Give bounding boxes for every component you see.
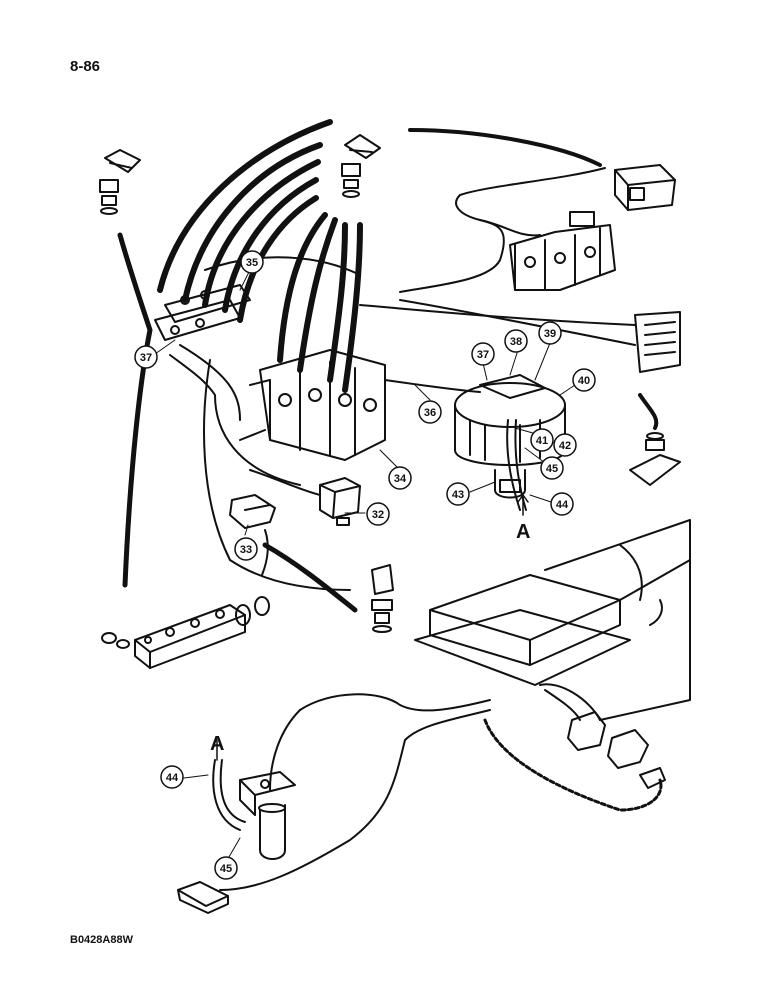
svg-text:37: 37: [140, 352, 152, 364]
svg-text:39: 39: [544, 328, 556, 340]
leader-lines: [154, 269, 576, 863]
solenoid-valve-lower-right: [567, 711, 666, 789]
hose-lower-left: [203, 359, 351, 591]
callout-33: 33: [234, 537, 258, 561]
callout-32: 32: [366, 502, 390, 526]
arrow-a-upper: [517, 494, 529, 516]
callout-40: 40: [572, 368, 596, 392]
hose-connector-loop: [204, 256, 361, 276]
callout-45-lower: 45: [214, 856, 238, 880]
svg-text:33: 33: [240, 544, 252, 556]
callout-43: 43: [446, 482, 470, 506]
hose-to-32: [249, 469, 321, 496]
hose-bundle: [157, 119, 363, 393]
svg-text:37: 37: [477, 349, 489, 361]
manifold-block-left: [154, 284, 301, 486]
hose-44-lower-2: [219, 759, 246, 823]
hose-from-33: [261, 529, 269, 576]
section-marker-lower: A: [210, 733, 224, 755]
page-number: 8-86: [70, 58, 101, 75]
svg-text:38: 38: [510, 336, 522, 348]
wire-lower-main-2: [219, 709, 491, 891]
svg-text:41: 41: [536, 435, 548, 447]
elbow-fitting-left: [99, 149, 141, 215]
svg-text:43: 43: [452, 489, 464, 501]
wire-lower-to-plug: [269, 709, 301, 791]
svg-text:45: 45: [546, 463, 558, 475]
callout-44-lower: 44: [160, 765, 184, 789]
callout-37-right: 37: [471, 342, 495, 366]
callout-39: 39: [538, 321, 562, 345]
multi-spool-valve-right: [509, 211, 616, 291]
return-hose-right: [262, 542, 358, 613]
section-marker-upper: A: [516, 521, 530, 543]
wire-harness-lower: [539, 683, 601, 721]
callout-41: 41: [530, 428, 554, 452]
return-hose-left: [117, 232, 153, 588]
pilot-line-top-2: [479, 219, 541, 237]
callout-37-left: 37: [134, 345, 158, 369]
hose-mid-right-2: [359, 304, 636, 326]
callout-42: 42: [553, 433, 577, 457]
callout-34: 34: [388, 466, 412, 490]
callout-45-upper: 45: [540, 456, 564, 480]
control-valve-top-right: [614, 164, 676, 211]
filter-canister: [239, 771, 296, 860]
wire-lower-main: [299, 693, 491, 712]
control-box: [414, 519, 691, 721]
svg-text:36: 36: [424, 407, 436, 419]
elbow-fitting-right: [629, 393, 681, 486]
svg-text:35: 35: [246, 257, 258, 269]
wire-harness-braided: [483, 718, 663, 812]
pressure-switch-33: [229, 494, 276, 529]
top-arc-hose: [408, 128, 602, 167]
svg-text:44: 44: [166, 772, 179, 784]
callout-35: 35: [240, 250, 264, 274]
solenoid-32: [319, 477, 361, 526]
callout-44-upper: 44: [550, 492, 574, 516]
plug-connector: [177, 881, 229, 914]
wire-lower-right: [544, 689, 581, 721]
svg-text:42: 42: [559, 440, 571, 452]
hose-44-lower: [212, 759, 241, 831]
svg-text:40: 40: [578, 375, 590, 387]
hose-44-upper: [506, 419, 521, 511]
fitting-stack-center: [371, 564, 394, 633]
hose-mid-right: [399, 299, 636, 346]
elbow-fitting-top: [341, 134, 381, 198]
callout-38: 38: [504, 329, 528, 353]
svg-text:44: 44: [556, 499, 569, 511]
svg-text:45: 45: [220, 863, 232, 875]
valve-bank-right-edge: [634, 311, 681, 373]
manifold-bar: [101, 596, 270, 669]
harness-right-top: [619, 544, 643, 601]
callout-36: 36: [418, 400, 442, 424]
harness-right-top-2: [649, 599, 663, 626]
hose-36: [384, 379, 481, 393]
figure-code: B0428A88W: [70, 934, 133, 946]
main-control-valve: [239, 349, 386, 461]
svg-text:34: 34: [394, 473, 407, 485]
svg-text:32: 32: [372, 509, 384, 521]
